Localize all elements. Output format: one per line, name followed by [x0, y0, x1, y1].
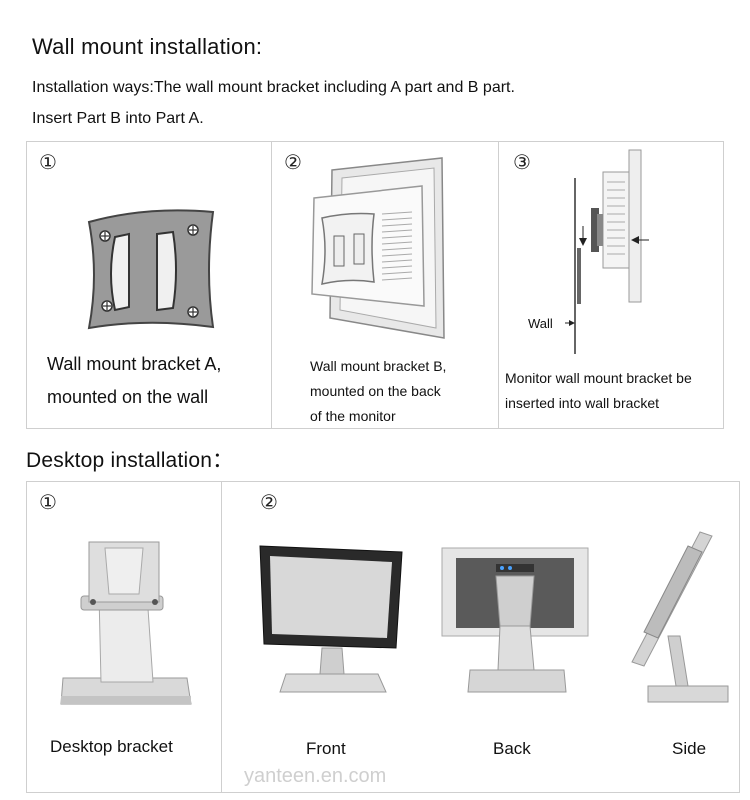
desktop-installation-title: Desktop installation：	[26, 449, 234, 472]
monitor-side-icon	[631, 531, 729, 703]
caption-line: Monitor wall mount bracket be	[505, 370, 692, 386]
wall-step-2-panel: ② Wall mount bracket B, mounted on the b…	[271, 141, 499, 429]
caption-line: of the monitor	[310, 408, 396, 424]
caption-line: mounted on the back	[310, 383, 441, 399]
step-number: ①	[39, 150, 57, 174]
desktop-bracket-label: Desktop bracket	[50, 737, 173, 756]
desktop-step-2-panel: ② Front Back Side yanteen.en.com	[221, 481, 740, 793]
caption-line: mounted on the wall	[47, 387, 209, 407]
wall-step-1-panel: ① Wall mount bracket A, mounted on the w…	[26, 141, 272, 429]
front-label: Front	[306, 739, 346, 758]
step-number: ②	[284, 150, 302, 174]
side-label: Side	[672, 739, 707, 758]
wall-bracket-a-icon	[87, 209, 215, 330]
wall-step-3-panel: ③ Wall Monitor wall mount bracket be ins…	[498, 141, 724, 429]
step-number: ①	[39, 490, 57, 514]
step-number: ②	[260, 490, 278, 514]
desktop-step-1-panel: ① Desktop bracket	[26, 481, 222, 793]
back-label: Back	[493, 739, 531, 758]
caption-line: inserted into wall bracket	[505, 395, 660, 411]
installation-ways-text: Installation ways:The wall mount bracket…	[32, 79, 515, 96]
monitor-front-icon	[259, 545, 403, 693]
desktop-bracket-icon	[60, 541, 192, 705]
caption-line: Wall mount bracket B,	[310, 358, 447, 374]
wall-mount-title: Wall mount installation:	[32, 34, 263, 59]
wall-insert-side-view-icon	[565, 149, 649, 354]
insert-instruction-text: Insert Part B into Part A.	[32, 110, 204, 127]
caption-line: Wall mount bracket A,	[47, 354, 222, 374]
monitor-back-bracket-icon	[311, 157, 445, 339]
watermark-text: yanteen.en.com	[244, 765, 387, 787]
step-number: ③	[513, 150, 531, 174]
wall-label: Wall	[528, 316, 553, 331]
monitor-back-icon	[441, 547, 589, 693]
